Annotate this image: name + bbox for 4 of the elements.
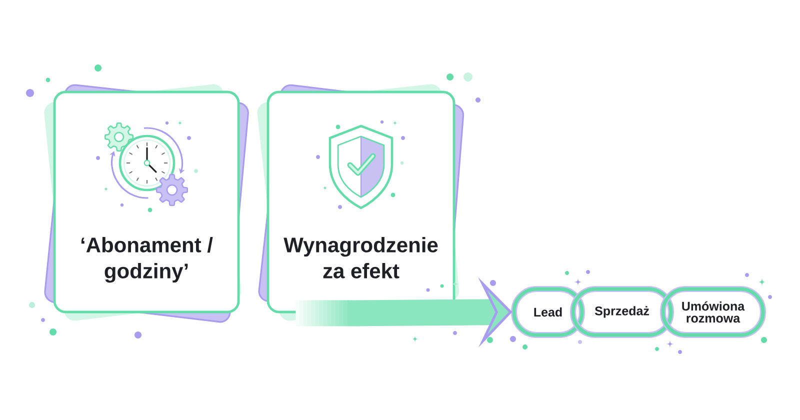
chain-link: Lead [511, 286, 585, 338]
chain-link: Sprzedaż [570, 286, 674, 338]
card: ‘Abonament / godziny’ [53, 90, 240, 314]
chain-link: Umówiona rozmowa [660, 286, 766, 338]
